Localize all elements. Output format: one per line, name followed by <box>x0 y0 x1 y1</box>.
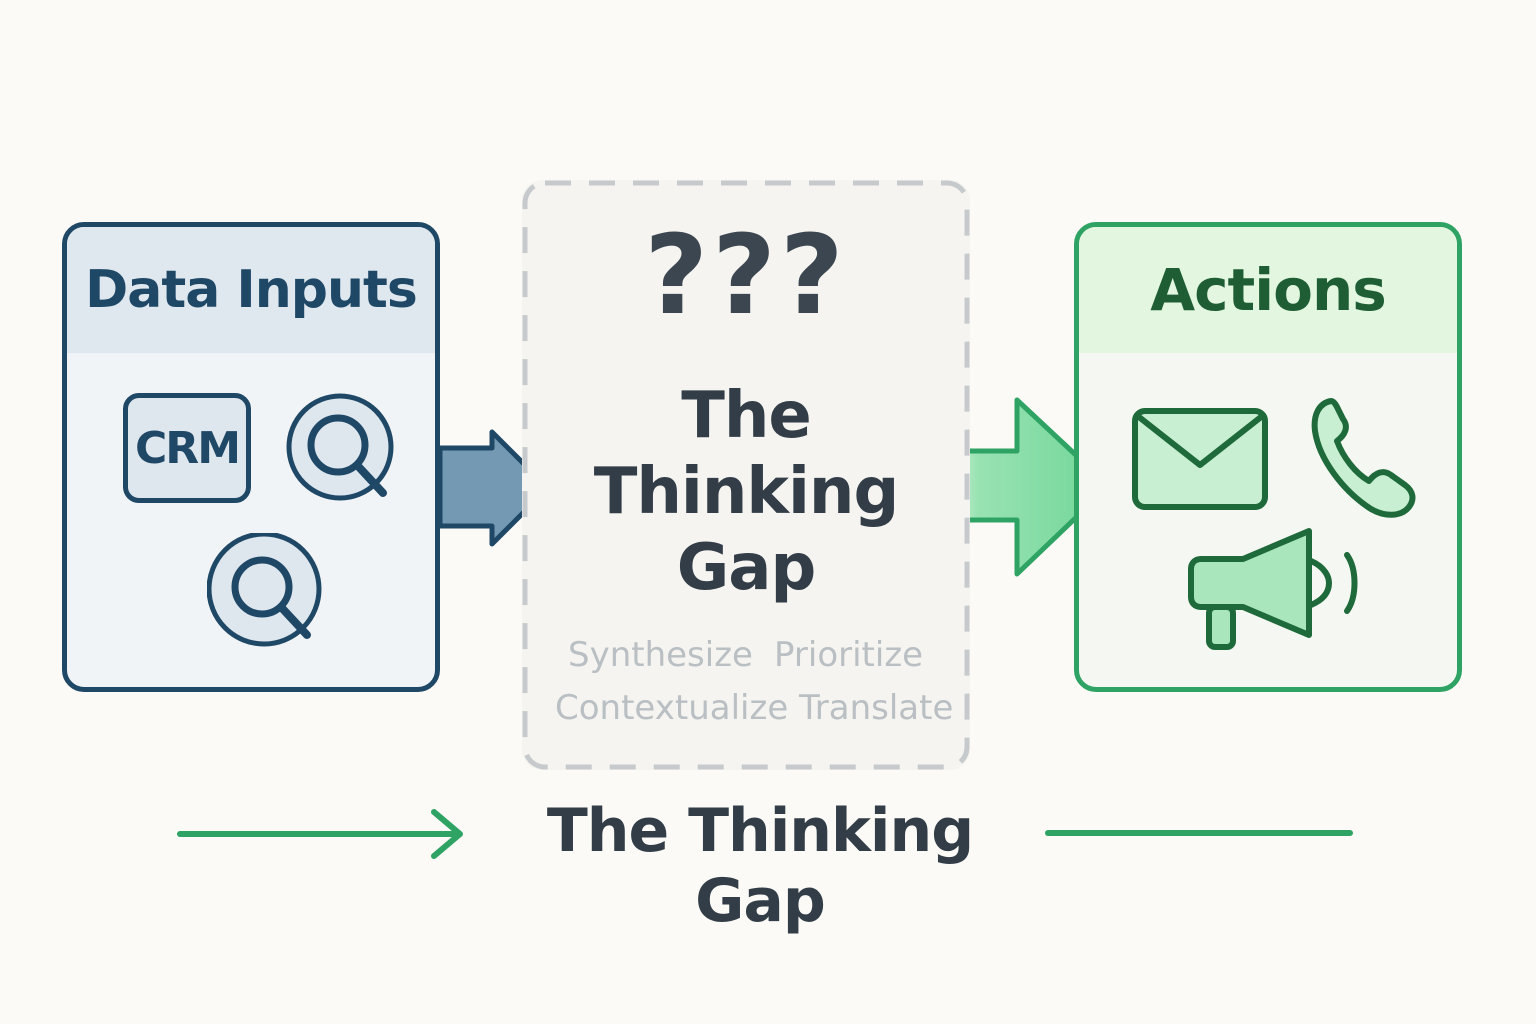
actions-header: Actions <box>1079 227 1457 353</box>
gap-title-line-3: Gap <box>676 531 817 605</box>
mail-icon <box>1132 408 1268 510</box>
gap-dashed-border <box>522 180 970 770</box>
gap-title-line-2: Thinking <box>593 455 900 529</box>
gap-word-synthesize: Synthesize <box>568 635 753 675</box>
footer-line-left <box>177 809 463 859</box>
thinking-gap-panel: ??? The Thinking Gap Synthesize Prioriti… <box>522 180 970 770</box>
data-inputs-header: Data Inputs <box>67 227 435 353</box>
crm-badge: CRM <box>123 393 251 503</box>
footer-line-right <box>1045 830 1353 836</box>
megaphone-icon <box>1188 528 1358 650</box>
gap-word-translate: Translate <box>799 688 954 728</box>
data-inputs-panel: Data Inputs CRM <box>62 222 440 692</box>
search-icon-secondary <box>207 533 322 647</box>
question-marks: ??? <box>644 211 848 339</box>
actions-panel: Actions <box>1074 222 1462 692</box>
search-icon <box>286 393 394 501</box>
phone-icon <box>1311 398 1416 518</box>
gap-word-prioritize: Prioritize <box>774 635 924 675</box>
gap-title-line-1: The <box>681 379 812 453</box>
inputs-to-gap-arrow <box>438 429 551 547</box>
gap-word-contextualize: Contextualize <box>555 688 789 728</box>
gap-title: The Thinking Gap <box>522 378 970 606</box>
actions-title: Actions <box>1150 256 1387 324</box>
data-inputs-title: Data Inputs <box>85 260 418 320</box>
footer-label: The Thinking Gap <box>546 796 974 936</box>
